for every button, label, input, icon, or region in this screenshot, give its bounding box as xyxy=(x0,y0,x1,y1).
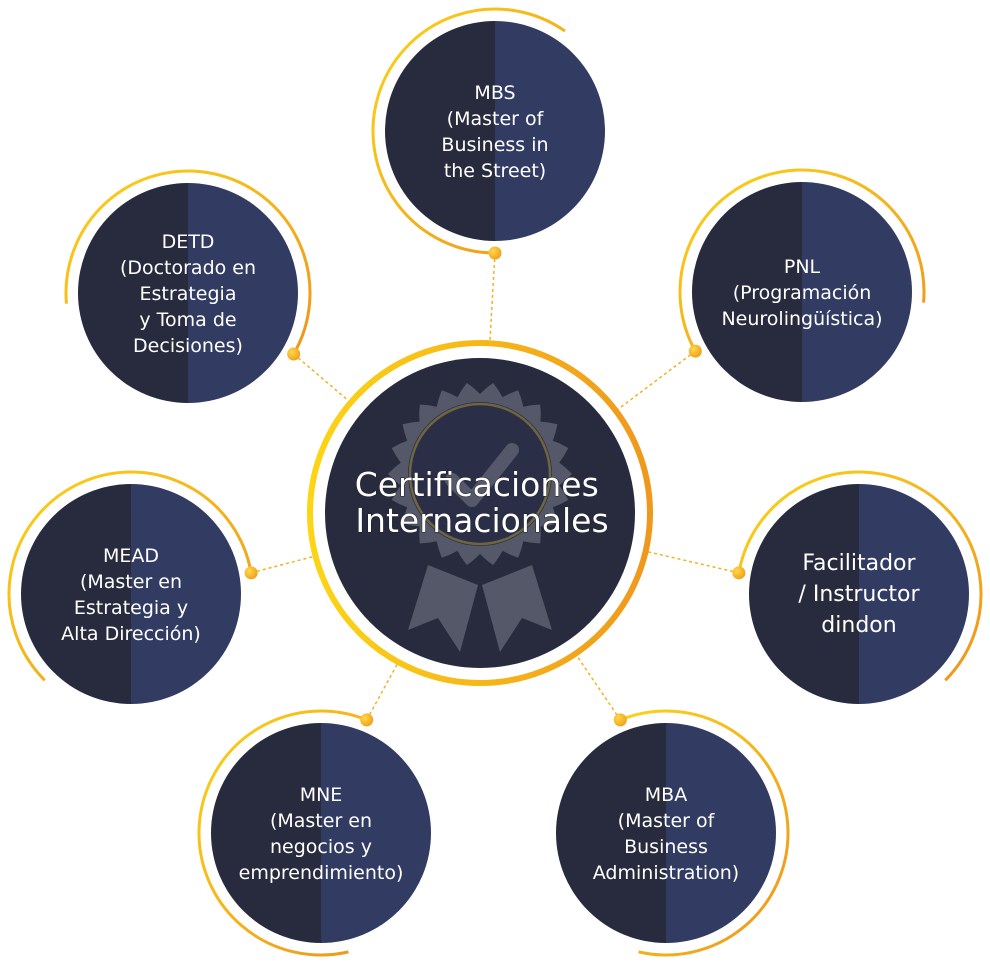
satellite-label-line: (Master of xyxy=(618,810,716,832)
satellite-label-line: PNL xyxy=(784,256,821,278)
connector-line xyxy=(250,555,314,574)
connector-dot xyxy=(688,344,702,358)
satellite-label: MNE (Master en negocios y emprendimiento) xyxy=(239,784,404,884)
orbit-arc xyxy=(64,169,312,355)
satellite-label-line: (Master en xyxy=(80,571,182,593)
connector-dot xyxy=(488,246,502,260)
connector-dot xyxy=(287,347,301,361)
connector-line xyxy=(575,654,621,721)
connector-line xyxy=(293,353,350,402)
center-node: Certificaciones Internacionales xyxy=(307,340,653,686)
satellite-label-line: MEAD xyxy=(103,545,159,567)
satellite-detd: DETD (Doctorado en Estrategia y Toma de Deci… xyxy=(64,169,312,403)
satellite-disc xyxy=(21,484,241,704)
satellite-label-line: (Master of xyxy=(447,108,545,130)
satellite-label-line: Administration) xyxy=(593,862,739,884)
satellite-label-line: Decisiones) xyxy=(133,335,243,357)
satellite-label-line: dindon xyxy=(821,613,896,638)
satellite-label-line: Facilitador xyxy=(802,551,916,576)
satellite-label-line: Business xyxy=(624,836,708,858)
connector-dot xyxy=(244,566,258,580)
orbit-arc xyxy=(737,470,983,682)
satellite-mne: MNE (Master en negocios y emprendimiento) xyxy=(197,709,431,957)
satellite-label-line: (Master en xyxy=(270,810,372,832)
satellite-disc xyxy=(211,723,431,943)
center-title-line-2: Internacionales xyxy=(355,501,608,540)
satellite-mead: MEAD (Master en Estrategia y Alta Dirección… xyxy=(7,470,258,704)
center-title-line-1: Certificaciones xyxy=(355,465,599,504)
satellite-label-line: y Toma de xyxy=(139,309,236,331)
center-title: Certificaciones Internacionales xyxy=(355,465,610,540)
satellite-label: MEAD (Master en Estrategia y Alta Dirección… xyxy=(61,545,201,645)
satellite-label-line: the Street) xyxy=(444,160,546,182)
satellite-label: DETD (Doctorado en Estrategia y Toma de Deci… xyxy=(120,231,256,357)
satellite-label-line: (Doctorado en xyxy=(120,257,256,279)
orbit-arc xyxy=(7,470,253,682)
satellite-mbs: MBS (Master of Business in the Street) xyxy=(371,7,605,260)
satellite-label-line: / Instructor xyxy=(798,582,920,607)
satellite-label-line: DETD xyxy=(162,231,215,253)
connector-line xyxy=(366,663,399,721)
connector-line xyxy=(617,350,696,411)
award-ribbon-icon xyxy=(388,382,572,652)
satellite-label-line: Alta Dirección) xyxy=(61,623,201,645)
satellite-label-line: Estrategia y xyxy=(74,597,188,619)
satellite-label: Facilitador / Instructor dindon xyxy=(798,551,920,638)
connector-lines xyxy=(250,252,740,721)
connector-line xyxy=(647,550,740,574)
satellite-disc xyxy=(556,723,776,943)
satellite-label-line: Estrategia xyxy=(140,283,237,305)
orbit-arc xyxy=(197,709,368,957)
connector-dot xyxy=(360,713,374,727)
orbit-arc xyxy=(678,168,926,352)
satellite-label-line: Business in xyxy=(441,134,548,156)
connector-dot xyxy=(613,713,627,727)
connector-dot xyxy=(732,566,746,580)
satellite-facilitador: Facilitador / Instructor dindon xyxy=(732,470,983,704)
satellite-label-line: MBS xyxy=(474,82,515,104)
satellite-label-line: Neurolingüística) xyxy=(721,308,882,330)
satellite-label-line: emprendimiento) xyxy=(239,862,404,884)
satellite-label: MBS (Master of Business in the Street) xyxy=(441,82,548,182)
satellite-label-line: negocios y xyxy=(270,836,372,858)
satellite-label-line: (Programación xyxy=(733,282,872,304)
satellite-label-line: MBA xyxy=(645,784,687,806)
orbit-arc xyxy=(619,709,790,957)
satellite-disc xyxy=(385,21,605,241)
orbit-arc xyxy=(371,7,566,255)
connector-line xyxy=(489,252,496,342)
satellite-label-line: MNE xyxy=(300,784,343,806)
